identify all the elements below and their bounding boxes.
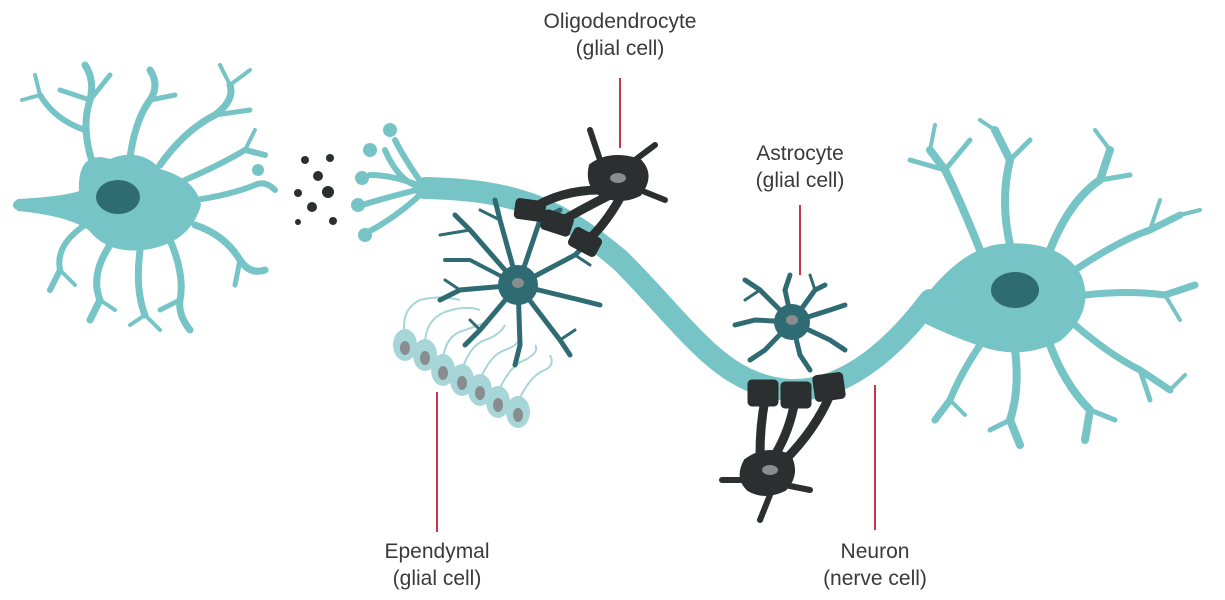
right-neuron-nucleus	[991, 272, 1039, 308]
astrocyte-right	[732, 272, 848, 373]
axon-terminals	[351, 123, 397, 242]
leader-lines	[436, 78, 876, 532]
astrocyte-label-type: (glial cell)	[755, 169, 845, 192]
oligodendrocyte-label-type: (glial cell)	[575, 37, 665, 60]
neuron-label: Neuron (nerve cell)	[775, 538, 975, 592]
left-neuron-nucleus	[96, 180, 140, 214]
ependymal-cells	[393, 296, 553, 428]
astrocyte-label-name: Astrocyte	[756, 142, 844, 165]
astrocyte-label: Astrocyte (glial cell)	[700, 140, 900, 194]
oligodendrocyte-label-name: Oligodendrocyte	[543, 10, 697, 33]
neuron-label-type: (nerve cell)	[823, 567, 927, 590]
oligodendrocyte-label: Oligodendrocyte (glial cell)	[520, 8, 720, 62]
ependymal-label: Ependymal (glial cell)	[337, 538, 537, 592]
neurotransmitter-dots	[294, 154, 337, 225]
left-neuron	[13, 61, 278, 334]
oligodendrocyte-bottom	[719, 372, 846, 523]
right-neuron	[907, 118, 1202, 449]
oligodendrocyte-top	[513, 127, 668, 257]
ependymal-label-type: (glial cell)	[392, 567, 482, 590]
neuron-label-name: Neuron	[840, 540, 910, 563]
ependymal-label-name: Ependymal	[384, 540, 490, 563]
